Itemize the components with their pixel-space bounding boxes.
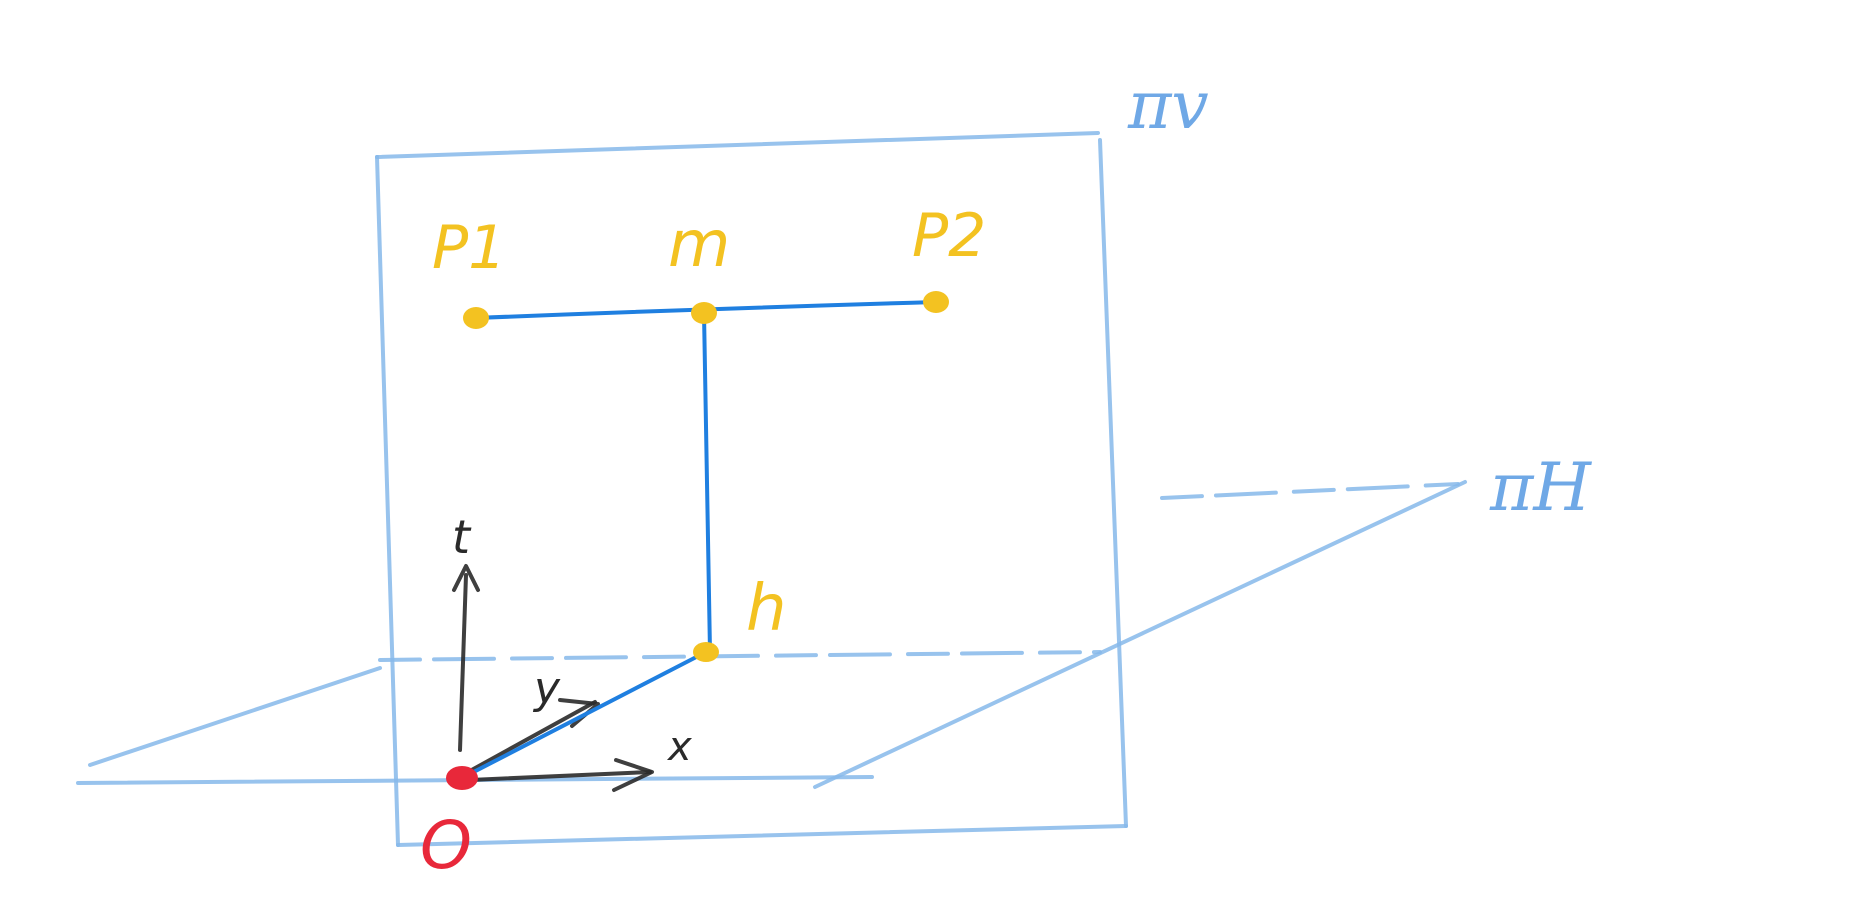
y-axis xyxy=(466,700,597,774)
point-h-marker xyxy=(693,642,719,662)
vertical-plane-top-edge xyxy=(375,131,1100,159)
vertical-plane xyxy=(375,131,1128,847)
vertical-plane-bottom-edge xyxy=(396,824,1128,847)
point-p2-marker xyxy=(923,291,949,313)
x-axis-arrowhead xyxy=(612,758,654,792)
origin-label: O xyxy=(420,807,472,884)
horizontal-plane-right-edge xyxy=(813,480,1467,789)
coordinate-axes xyxy=(452,564,654,792)
vertical-plane-left-edge xyxy=(375,155,400,847)
t-axis-arrowhead xyxy=(452,564,480,592)
point-h-label: h xyxy=(746,572,787,646)
vertical-plane-label: πv xyxy=(1127,67,1209,144)
point-p1-marker xyxy=(463,307,489,329)
vertical-plane-right-edge xyxy=(1098,138,1128,828)
horizontal-plane-left-edge xyxy=(88,666,382,767)
horizontal-plane-label: πH xyxy=(1489,449,1592,526)
point-p1-label: P1 xyxy=(432,213,506,283)
origin-marker xyxy=(446,766,478,790)
points xyxy=(446,291,949,790)
x-axis xyxy=(468,770,652,782)
point-p2-label: P2 xyxy=(912,201,986,271)
horizontal-plane-back-edge xyxy=(1160,482,1460,500)
t-axis xyxy=(458,573,468,752)
y-axis-label: y xyxy=(532,663,561,714)
point-m-label: m xyxy=(668,208,730,282)
x-axis-label: x xyxy=(666,724,692,770)
segment-m-h xyxy=(702,311,712,654)
t-axis-label: t xyxy=(452,510,472,564)
horizontal-plane-intersection-line xyxy=(378,650,1102,662)
segment-origin-h xyxy=(460,650,708,780)
point-m-marker xyxy=(691,302,717,324)
